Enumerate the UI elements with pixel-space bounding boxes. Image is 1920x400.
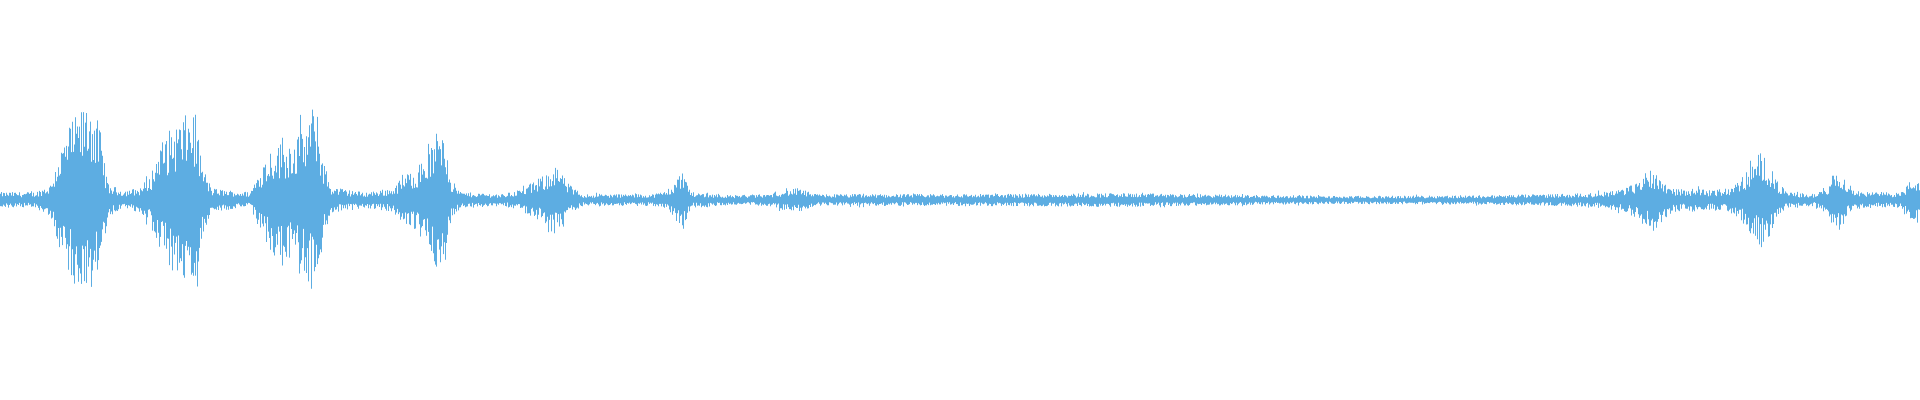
waveform-samples bbox=[0, 109, 1920, 289]
waveform-path bbox=[0, 109, 1920, 289]
